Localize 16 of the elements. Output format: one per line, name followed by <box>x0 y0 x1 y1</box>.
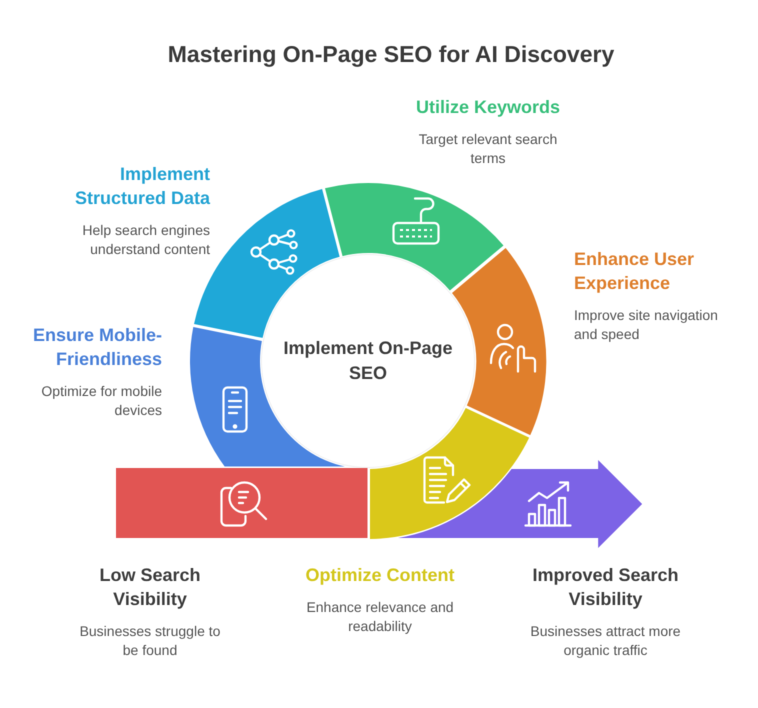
hub-label: Implement On-Page SEO <box>282 337 454 385</box>
step-description: Businesses struggle to be found <box>78 622 222 660</box>
step-heading: Implement Structured Data <box>74 163 210 210</box>
step-description: Improve site navigation and speed <box>574 306 719 344</box>
step-heading: Utilize Keywords <box>416 96 560 119</box>
step-description: Target relevant search terms <box>418 130 558 168</box>
step-description: Optimize for mobile devices <box>40 382 162 420</box>
step-heading: Ensure Mobile-Friendliness <box>32 324 162 371</box>
title: Mastering On-Page SEO for AI Discovery <box>168 40 614 69</box>
step-description: Enhance relevance and readability <box>305 598 455 636</box>
step-description: Help search engines understand content <box>81 221 210 259</box>
step-heading: Enhance User Experience <box>574 248 696 295</box>
step-heading: Improved Search Visibility <box>531 564 680 611</box>
step-heading: Low Search Visibility <box>98 564 202 611</box>
step-heading: Optimize Content <box>306 564 454 587</box>
step-description: Businesses attract more organic traffic <box>529 622 682 660</box>
